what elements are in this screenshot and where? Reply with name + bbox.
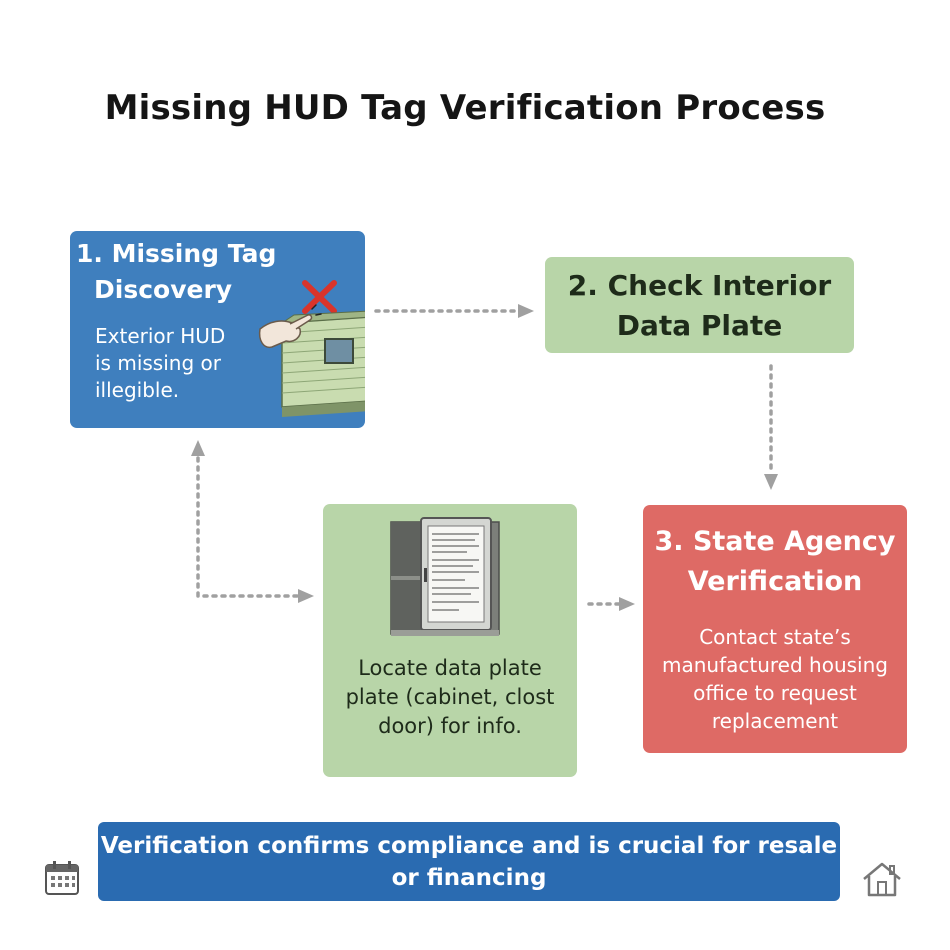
step2-heading: 2. Check Interior Data Plate <box>567 269 832 342</box>
manufactured-home-illustration <box>258 280 365 417</box>
calendar-icon <box>45 861 79 895</box>
page-title: Missing HUD Tag Verification Process <box>104 88 826 128</box>
locate-description: Locate data plate plate (cabinet, clost … <box>345 656 555 738</box>
summary-banner-text: Verification confirms compliance and is … <box>100 833 838 891</box>
step1-heading-line2: Discovery <box>94 275 233 304</box>
step1-box: 1. Missing Tag Discovery Exterior HUD is… <box>70 231 365 428</box>
x-mark-icon <box>302 280 337 314</box>
arrow-locate-to-step3 <box>587 597 635 611</box>
cabinet-data-plate-illustration <box>390 517 500 636</box>
summary-banner: Verification confirms compliance and is … <box>98 822 840 901</box>
arrow-step1-to-step2 <box>374 304 534 318</box>
step1-heading-line1: 1. Missing Tag <box>76 239 277 268</box>
step1-heading: 1. Missing Tag Discovery <box>76 236 336 308</box>
locate-data-plate-box: Locate data plate plate (cabinet, clost … <box>323 504 577 777</box>
arrow-step1-to-locate <box>191 440 314 603</box>
step3-heading: 3. State Agency Verification <box>654 526 896 597</box>
step3-description: Contact state’s manufactured housing off… <box>662 625 888 733</box>
home-icon <box>863 862 901 897</box>
step1-description: Exterior HUD is missing or illegible. <box>95 324 226 402</box>
step2-box: 2. Check Interior Data Plate <box>545 257 854 353</box>
step3-box: 3. State Agency Verification Contact sta… <box>643 505 907 753</box>
arrow-step2-to-step3 <box>764 364 778 490</box>
